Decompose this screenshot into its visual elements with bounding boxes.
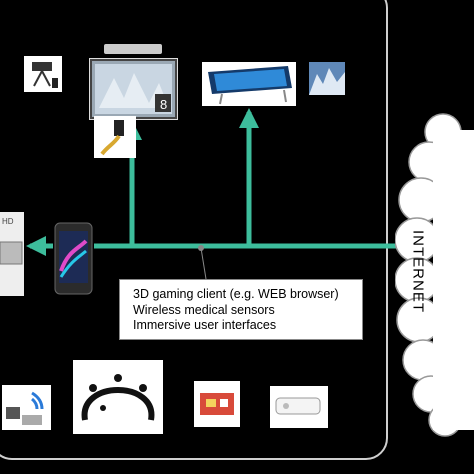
touch-table-device: [202, 62, 296, 106]
wallpaper-thumbnail: [309, 62, 345, 95]
smart-tv-device: 8: [89, 58, 178, 120]
eeg-headset-device: [73, 360, 163, 434]
mini-pc-device: [24, 56, 62, 92]
wireless-sensors-device: [2, 385, 51, 430]
internet-label: INTERNET: [409, 230, 427, 313]
hdmi-cable-icon: [100, 120, 124, 156]
smart-tv-icon: 8: [90, 59, 177, 119]
callout-pointer-line: [200, 247, 207, 280]
hdmi-device: HD: [0, 212, 24, 296]
sensor-board-device: [194, 381, 240, 427]
hdmi-cable-device: [94, 116, 136, 158]
mini-pc-icon: [32, 62, 58, 88]
eeg-headset-icon: [81, 374, 155, 421]
callout-pointer-dot: [198, 245, 204, 251]
touch-table-icon: [208, 66, 292, 105]
smartphone-device: [53, 221, 94, 296]
callout-line-immersive-ui: Immersive user interfaces: [133, 318, 277, 332]
kinect-sensor-icon: [104, 44, 162, 54]
sensor-board-icon: [200, 393, 234, 415]
hdmi-tag: HD: [2, 217, 14, 226]
smartphone-icon: [54, 222, 93, 295]
wireless-sensor-icon: [6, 391, 44, 425]
wii-remote-icon: [275, 397, 321, 415]
os-badge: 8: [160, 97, 167, 112]
wii-remote-device: [270, 386, 328, 428]
client-features-callout: 3D gaming client (e.g. WEB browser) Wire…: [119, 279, 363, 340]
ice-image-icon: [309, 68, 345, 95]
set-top-box-icon: HD: [0, 217, 23, 265]
callout-line-gaming-client: 3D gaming client (e.g. WEB browser): [133, 287, 339, 301]
internet-cloud-icon: [395, 113, 474, 437]
callout-line-medical-sensors: Wireless medical sensors: [133, 302, 275, 317]
